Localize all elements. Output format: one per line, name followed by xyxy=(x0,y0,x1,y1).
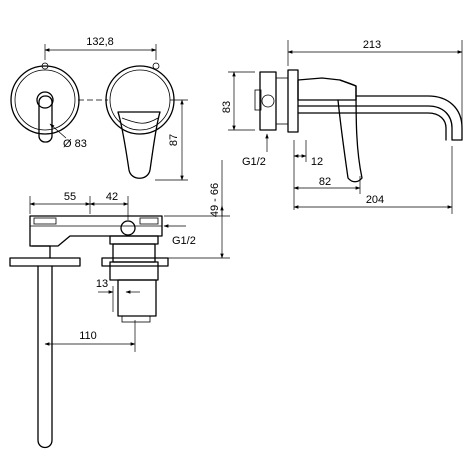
front-view: 132,8 Ø 83 87 xyxy=(10,36,188,181)
plan-body xyxy=(29,215,163,247)
dim-thread-plan: G1/2 xyxy=(172,235,196,247)
dim-diameter: Ø 83 xyxy=(63,138,87,150)
dim-depth-total: 213 xyxy=(363,39,381,51)
right-rosette xyxy=(105,65,175,135)
dim-depth-82: 82 xyxy=(319,176,331,188)
spout-side xyxy=(297,95,463,141)
dim-depth-204: 204 xyxy=(366,194,384,206)
dim-dist-42: 42 xyxy=(106,191,118,203)
left-rosette xyxy=(10,65,80,135)
dim-adjust-range: 49 - 66 xyxy=(209,183,221,217)
spout-front xyxy=(117,111,161,179)
side-view: 213 83 G1/2 12 82 204 xyxy=(221,39,463,214)
wall-plate xyxy=(287,69,299,133)
lever-left xyxy=(38,95,53,143)
dim-offset-12: 12 xyxy=(311,156,323,168)
dim-width-front: 132,8 xyxy=(86,36,114,48)
plan-spout xyxy=(37,265,53,449)
dim-height-side: 83 xyxy=(221,101,233,113)
dim-dist-55: 55 xyxy=(64,191,76,203)
dim-thread-side: G1/2 xyxy=(242,156,266,168)
mixer-body xyxy=(297,77,357,101)
lever-side xyxy=(337,79,363,183)
dim-height-front: 87 xyxy=(168,134,180,146)
dim-spout-110: 110 xyxy=(79,330,97,342)
plan-view: 55 42 49 - 66 G1/2 13 110 xyxy=(9,160,230,449)
dim-dist-13: 13 xyxy=(96,278,108,290)
